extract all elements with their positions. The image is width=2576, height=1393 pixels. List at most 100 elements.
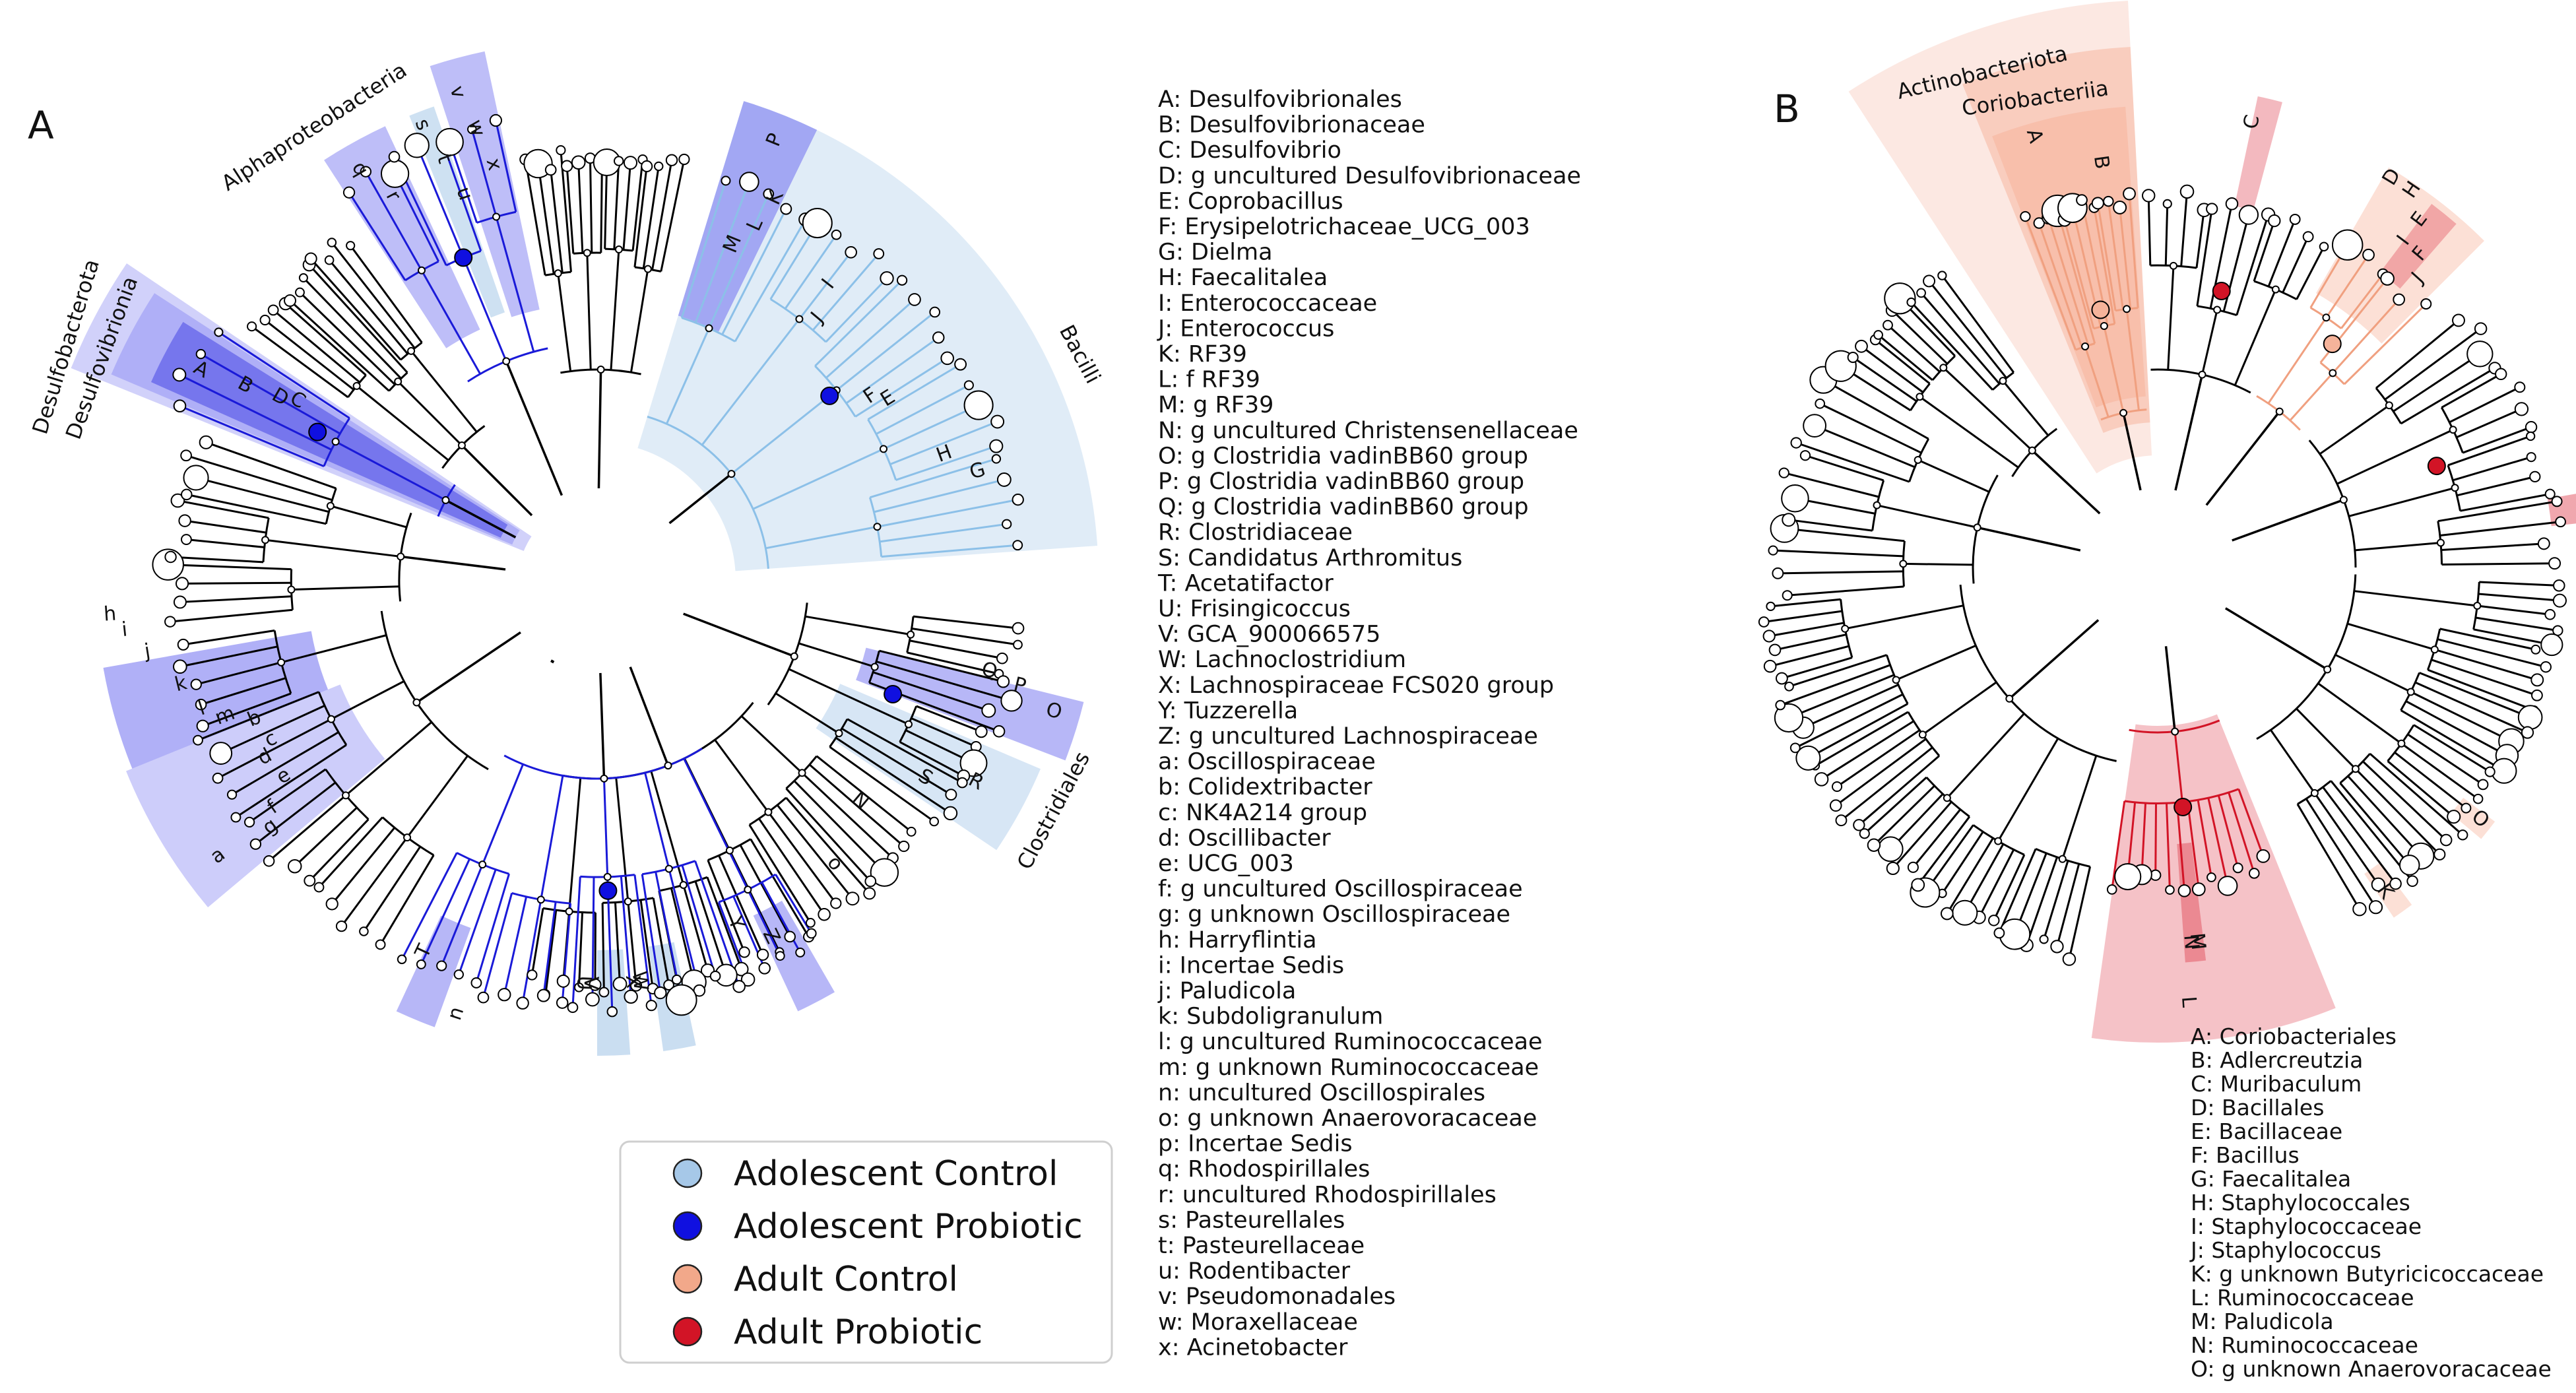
branch-letter: W	[628, 970, 653, 992]
key-entry: l: g uncultured Ruminococcaceae	[1158, 1029, 1543, 1055]
key-entry: M: Paludicola	[2191, 1309, 2334, 1334]
key-entry: r: uncultured Rhodospirillales	[1158, 1182, 1497, 1208]
key-entry: b: Colidextribacter	[1158, 774, 1372, 800]
key-entry: H: Faecalitalea	[1158, 265, 1328, 291]
key-entry: s: Pasteurellales	[1158, 1207, 1345, 1233]
key-entry: A: Desulfovibrionales	[1158, 86, 1402, 113]
key-entry: W: Lachnoclostridium	[1158, 647, 1406, 673]
key-entry: F: Bacillus	[2191, 1142, 2300, 1168]
legend-label: Adolescent Probiotic	[734, 1207, 1083, 1247]
key-entry: a: Oscillospiraceae	[1158, 749, 1376, 775]
branch-letter: U	[572, 975, 596, 990]
legend-label: Adult Control	[734, 1260, 958, 1299]
key-entry: d: Oscillibacter	[1158, 825, 1331, 851]
key-entry: O: g Clostridia vadinBB60 group	[1158, 443, 1528, 469]
key-entry: K: g unknown Butyricicoccaceae	[2191, 1261, 2544, 1287]
key-entry: h: Harryflintia	[1158, 927, 1317, 954]
key-entry: t: Pasteurellaceae	[1158, 1233, 1365, 1259]
key-entry: N: g uncultured Christensenellaceae	[1158, 418, 1578, 444]
key-entry: c: NK4A214 group	[1158, 800, 1367, 826]
key-entry: I: Enterococcaceae	[1158, 290, 1377, 317]
legend-swatch	[672, 1158, 703, 1188]
key-entry: R: Clostridiaceae	[1158, 519, 1353, 546]
branch-letter: n	[443, 1004, 468, 1023]
key-entry: M: g RF39	[1158, 392, 1273, 418]
key-entry: O: g unknown Anaerovoracaceae	[2191, 1356, 2552, 1382]
key-entry: m: g unknown Ruminococcaceae	[1158, 1054, 1539, 1081]
branch-letter: N	[2179, 934, 2203, 950]
key-entry: D: Bacillales	[2191, 1095, 2324, 1120]
panel-letter-b: B	[1774, 86, 1800, 131]
key-entry: G: Faecalitalea	[2191, 1166, 2351, 1192]
key-entry: Y: Tuzzerella	[1157, 697, 1298, 724]
key-entry: i: Incertae Sedis	[1158, 952, 1344, 979]
key-entry: T: Acetatifactor	[1157, 570, 1334, 597]
key-entry: J: Staphylococcus	[2189, 1237, 2381, 1263]
key-entry: e: UCG_003	[1158, 851, 1294, 877]
key-entry: C: Muribaculum	[2191, 1071, 2362, 1097]
legend-swatch	[672, 1316, 703, 1347]
cladogram-nodes	[1758, 184, 2567, 966]
key-entry: L: Ruminococcaceae	[2191, 1285, 2414, 1311]
key-entry: G: Dielma	[1158, 240, 1273, 266]
clade-highlights	[71, 51, 1098, 1056]
key-entry: v: Pseudomonadales	[1158, 1283, 1396, 1310]
branch-letter: o	[822, 851, 848, 876]
branch-letter: h	[103, 602, 117, 626]
legend-frame	[619, 1140, 1113, 1364]
key-entry: C: Desulfovibrio	[1158, 137, 1341, 164]
key-entry: n: uncultured Oscillospirales	[1158, 1080, 1485, 1106]
key-entry: H: Staphylococcales	[2191, 1190, 2410, 1215]
branch-letter: L	[2177, 996, 2201, 1008]
key-entry: E: Coprobacillus	[1158, 188, 1343, 214]
branch-letter: j	[142, 639, 152, 663]
key-entry: A: Coriobacteriales	[2191, 1023, 2397, 1049]
key-entry: j: Paludicola	[1157, 978, 1296, 1004]
panel-letter-a: A	[28, 103, 54, 148]
legend-label: Adolescent Control	[734, 1154, 1058, 1194]
key-entry: J: Enterococcus	[1157, 315, 1334, 342]
key-entry: I: Staphylococcaceae	[2191, 1214, 2422, 1239]
key-entry: E: Bacillaceae	[2191, 1118, 2342, 1144]
key-entry: K: RF39	[1158, 341, 1247, 368]
key-entry: k: Subdoligranulum	[1158, 1004, 1383, 1030]
key-entry: P: g Clostridia vadinBB60 group	[1158, 469, 1524, 495]
legend-label: Adult Probiotic	[734, 1312, 982, 1352]
key-entry: X: Lachnospiraceae FCS020 group	[1158, 672, 1554, 699]
cladogram-tree	[1763, 191, 2561, 959]
legend-swatch	[672, 1264, 703, 1294]
legend-swatch	[672, 1211, 703, 1241]
branch-letter: N	[847, 787, 874, 814]
key-entry: U: Frisingicoccus	[1158, 596, 1351, 622]
key-entry: B: Adlercreutzia	[2191, 1047, 2363, 1073]
key-entry: Q: g Clostridia vadinBB60 group	[1158, 494, 1529, 521]
key-entry: p: Incertae Sedis	[1158, 1131, 1353, 1157]
key-entry: B: Desulfovibrionaceae	[1158, 112, 1425, 139]
branch-letter: V	[579, 976, 602, 990]
key-entry: g: g unknown Oscillospiraceae	[1158, 901, 1510, 928]
key-entry: o: g unknown Anaerovoracaceae	[1158, 1105, 1537, 1132]
key-entry: N: Ruminococcaceae	[2191, 1332, 2418, 1358]
clade-label-bacilli: Bacilli	[1054, 321, 1106, 387]
branch-letter: B	[2089, 154, 2114, 170]
clade-highlights	[1848, 1, 2576, 1043]
key-entry: F: Erysipelotrichaceae_UCG_003	[1158, 214, 1530, 240]
key-entry: f: g uncultured Oscillospiraceae	[1158, 876, 1523, 903]
key-entry: S: Candidatus Arthromitus	[1158, 545, 1462, 571]
branch-letter: X	[621, 974, 645, 990]
key-entry: x: Acinetobacter	[1158, 1334, 1348, 1361]
panel-b: B ABCDHEIFJGOKLMN Actinobacteriota Corio…	[1758, 1, 2576, 1382]
key-entry: w: Moraxellaceae	[1158, 1309, 1358, 1336]
key-entry: V: GCA_900066575	[1158, 622, 1380, 648]
key-entry: u: Rodentibacter	[1158, 1258, 1351, 1285]
key-entry: Z: g uncultured Lachnospiraceae	[1158, 723, 1538, 750]
branch-letter: M	[2185, 932, 2210, 951]
key-entry: L: f RF39	[1158, 367, 1260, 393]
key-entry: q: Rhodospirillales	[1158, 1156, 1370, 1182]
